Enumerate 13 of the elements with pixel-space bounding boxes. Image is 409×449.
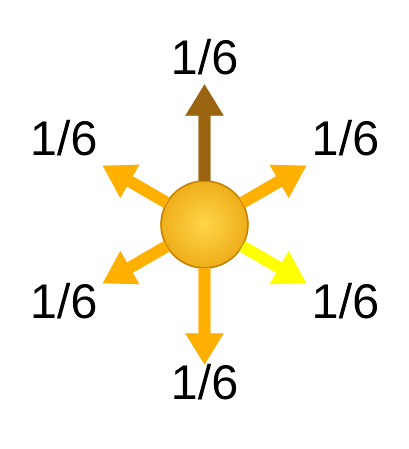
arrow (102, 241, 170, 284)
node-text: 1/6 (30, 274, 98, 329)
node-text: 1/6 (312, 274, 380, 329)
node-text: 1/6 (312, 112, 380, 166)
arrow (185, 268, 224, 365)
node-text: 1/6 (170, 30, 238, 85)
arrow (185, 84, 224, 181)
node-text: 1/6 (170, 356, 238, 410)
node-text: 1/6 (30, 112, 98, 166)
node-circle (160, 180, 249, 269)
arrow (239, 241, 306, 284)
arrow (239, 164, 306, 208)
arrow (102, 164, 170, 208)
